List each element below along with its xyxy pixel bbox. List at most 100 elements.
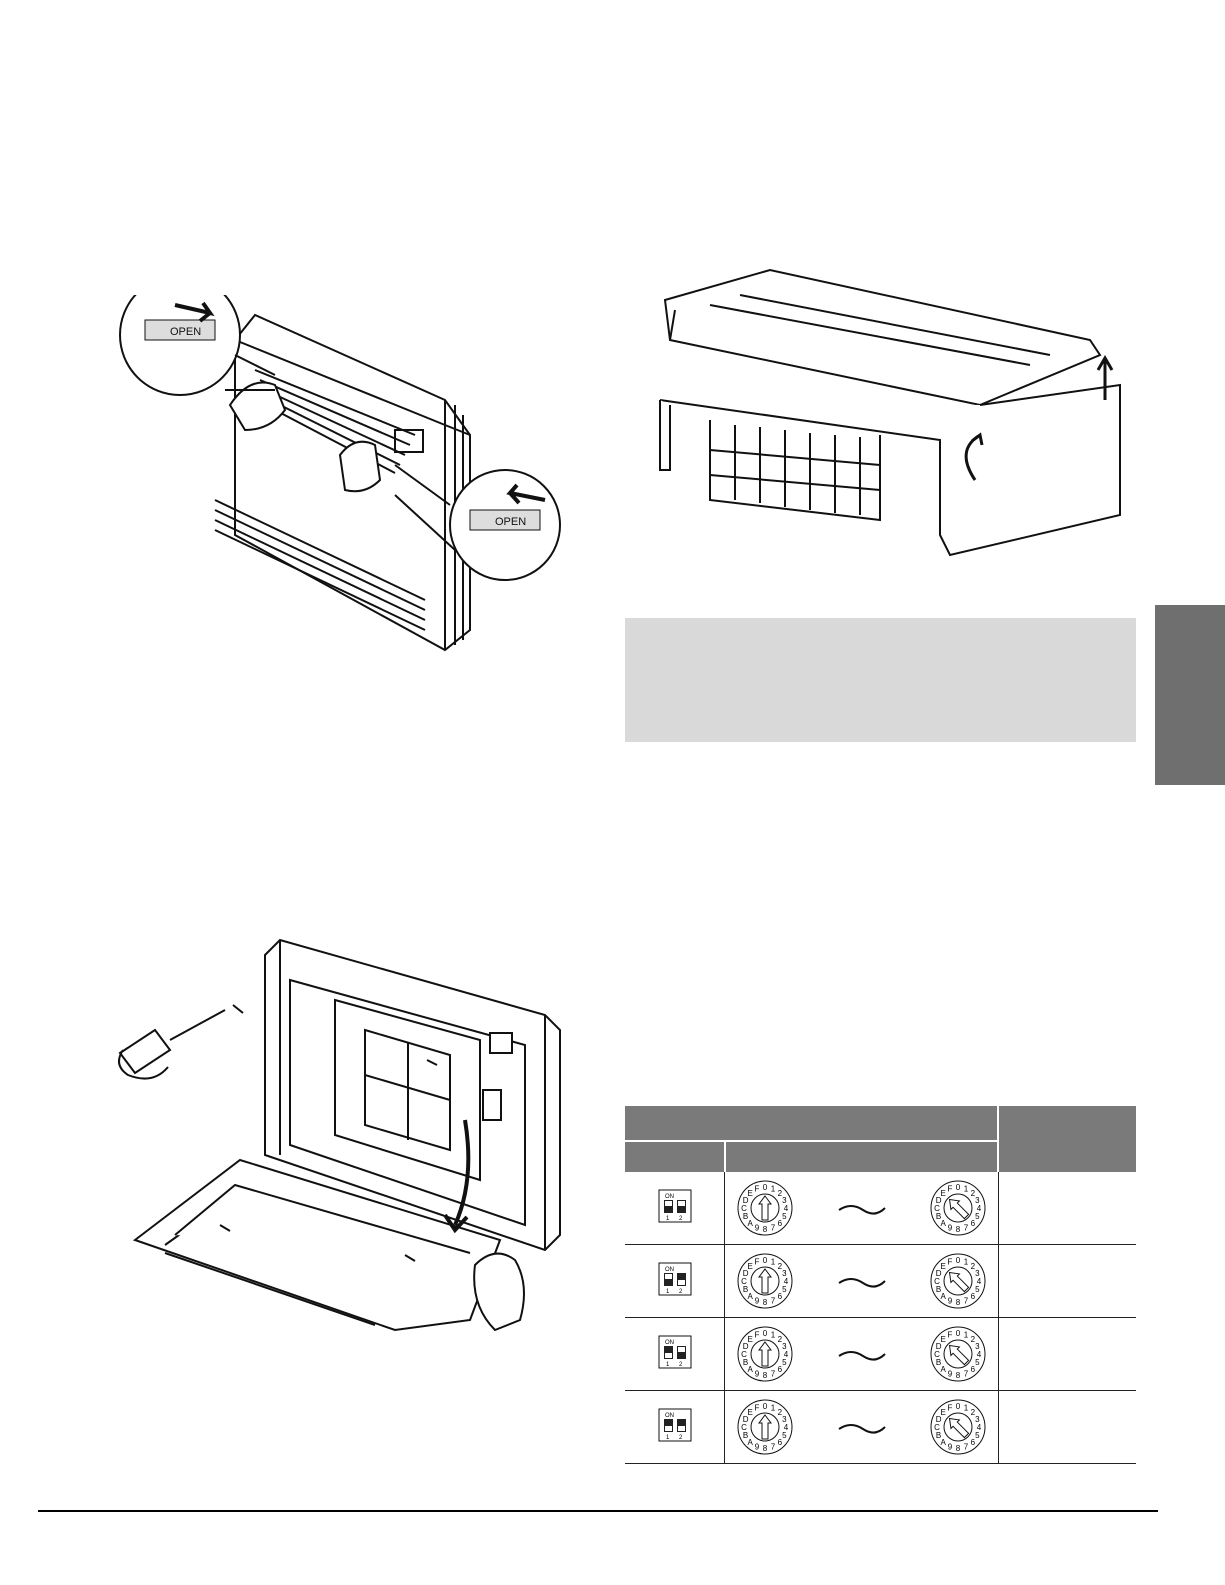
rotary-digit-label: 2 xyxy=(778,1408,783,1417)
rotary-digit-label: D xyxy=(935,1342,941,1351)
rotary-digit-label: D xyxy=(743,1269,749,1278)
rotary-digit-label: 6 xyxy=(778,1292,783,1301)
table-header-group xyxy=(625,1106,999,1141)
svg-text:1: 1 xyxy=(666,1362,670,1368)
rotary-digit-label: 8 xyxy=(955,1225,960,1234)
rotary-digit-label: E xyxy=(748,1335,753,1344)
rotary-digit-label: 2 xyxy=(778,1335,783,1344)
rotary-digit-label: 7 xyxy=(963,1442,968,1451)
rotary-digit-label: 6 xyxy=(970,1365,975,1374)
rotary-digit-label: 9 xyxy=(755,1369,760,1378)
rotary-digit-label: 6 xyxy=(778,1219,783,1228)
rotary-digit-label: F xyxy=(755,1258,760,1267)
rotary-pointer-icon xyxy=(948,1344,969,1366)
result-cell xyxy=(998,1390,1136,1464)
rotary-digit-label: 6 xyxy=(970,1292,975,1301)
rotary-digit-label: 9 xyxy=(947,1296,952,1305)
rotary-digit-label: 9 xyxy=(755,1442,760,1451)
rotary-digit-label: F xyxy=(947,1331,952,1340)
rotary-digit-label: D xyxy=(743,1342,749,1351)
rotary-digit-label: 2 xyxy=(970,1335,975,1344)
rotary-digit-label: 0 xyxy=(955,1256,960,1265)
rotary-pointer-icon xyxy=(758,1195,773,1221)
rotary-digit-label: 1 xyxy=(963,1331,968,1340)
rotary-digit-label: 3 xyxy=(783,1342,788,1351)
rotary-digit-label: 0 xyxy=(763,1402,768,1411)
rotary-digit-label: 8 xyxy=(763,1371,768,1380)
rotation-icon xyxy=(118,1049,169,1080)
rotary-digit-label: D xyxy=(743,1196,749,1205)
rotary-digit-label: 6 xyxy=(778,1438,783,1447)
rotary-digit-label: 2 xyxy=(970,1189,975,1198)
rotary-digit-label: A xyxy=(748,1365,754,1374)
rotary-digit-label: 8 xyxy=(763,1225,768,1234)
rotary-digit-label: 9 xyxy=(755,1296,760,1305)
result-cell xyxy=(998,1244,1136,1318)
svg-text:1: 1 xyxy=(666,1216,670,1222)
rotary-digit-label: 7 xyxy=(771,1442,776,1451)
rotary-digit-label: 1 xyxy=(771,1404,776,1413)
rotary-digit-label: B xyxy=(936,1431,941,1440)
rotary-pointer-icon xyxy=(758,1268,773,1294)
rotary-digit-label: C xyxy=(742,1204,748,1213)
rotary-digit-label: 5 xyxy=(783,1212,788,1221)
rotary-digit-label: 7 xyxy=(963,1223,968,1232)
table-header-result xyxy=(997,1106,1136,1172)
rotary-digit-label: F xyxy=(947,1185,952,1194)
rotary-digit-label: E xyxy=(940,1189,945,1198)
table-header-rotary xyxy=(724,1140,999,1172)
rotary-digit-label: 4 xyxy=(976,1204,981,1213)
rotary-digit-label: C xyxy=(742,1423,748,1432)
rotary-digit-label: 8 xyxy=(955,1444,960,1453)
rotary-digit-label: B xyxy=(743,1212,748,1221)
rotary-pointer-icon xyxy=(948,1198,969,1220)
rotary-digit-label: B xyxy=(743,1285,748,1294)
rotary-digit-label: 2 xyxy=(970,1262,975,1271)
dip-switch-icon: ON 1 2 xyxy=(658,1189,692,1222)
rotary-digit-label: 5 xyxy=(975,1285,980,1294)
rotary-digit-label: C xyxy=(934,1423,940,1432)
rotary-digit-label: E xyxy=(748,1189,753,1198)
dip-switch-cell: ON 1 2 xyxy=(625,1244,726,1318)
rotary-pointer-icon xyxy=(758,1341,773,1367)
rotary-digit-label: B xyxy=(936,1212,941,1221)
range-tilde-icon xyxy=(837,1205,886,1215)
arrow-left-icon xyxy=(506,483,546,505)
dip-switch-cell: ON 1 2 xyxy=(625,1390,726,1464)
front-panel-open-illustration: OPEN OPEN xyxy=(119,295,561,652)
rotary-digit-label: 1 xyxy=(771,1331,776,1340)
rotary-digit-label: 4 xyxy=(784,1350,789,1359)
rotary-digit-label: F xyxy=(755,1331,760,1340)
rotary-digit-label: 5 xyxy=(783,1285,788,1294)
rotary-digit-label: 0 xyxy=(955,1329,960,1338)
rotary-digit-label: 6 xyxy=(778,1365,783,1374)
rotary-digit-label: 1 xyxy=(771,1185,776,1194)
rotary-digit-label: E xyxy=(940,1262,945,1271)
footer-rule xyxy=(38,1510,1158,1512)
range-tilde-icon xyxy=(837,1278,886,1288)
rotary-digit-label: C xyxy=(934,1204,940,1213)
rotary-digit-label: A xyxy=(748,1438,754,1447)
rotary-digit-label: E xyxy=(940,1335,945,1344)
open-label-bottom: OPEN xyxy=(495,516,526,528)
rotary-digit-label: 4 xyxy=(976,1277,981,1286)
dip-switch-icon: ON 1 2 xyxy=(658,1262,692,1295)
rotary-digit-label: A xyxy=(940,1365,946,1374)
table-header-dip xyxy=(625,1140,726,1172)
svg-text:ON: ON xyxy=(665,1340,674,1346)
dip-switch-cell: ON 1 2 xyxy=(625,1317,726,1391)
rotary-digit-label: 0 xyxy=(763,1256,768,1265)
svg-text:ON: ON xyxy=(665,1194,674,1200)
section-side-tab xyxy=(1155,605,1225,785)
rotary-digit-label: B xyxy=(936,1358,941,1367)
rotary-digit-label: 4 xyxy=(784,1277,789,1286)
arrow-up-icon xyxy=(1096,355,1114,400)
rotary-digit-label: D xyxy=(935,1196,941,1205)
rotary-digit-label: 2 xyxy=(778,1189,783,1198)
rotary-digit-label: 0 xyxy=(763,1183,768,1192)
rotary-digit-label: 5 xyxy=(975,1431,980,1440)
